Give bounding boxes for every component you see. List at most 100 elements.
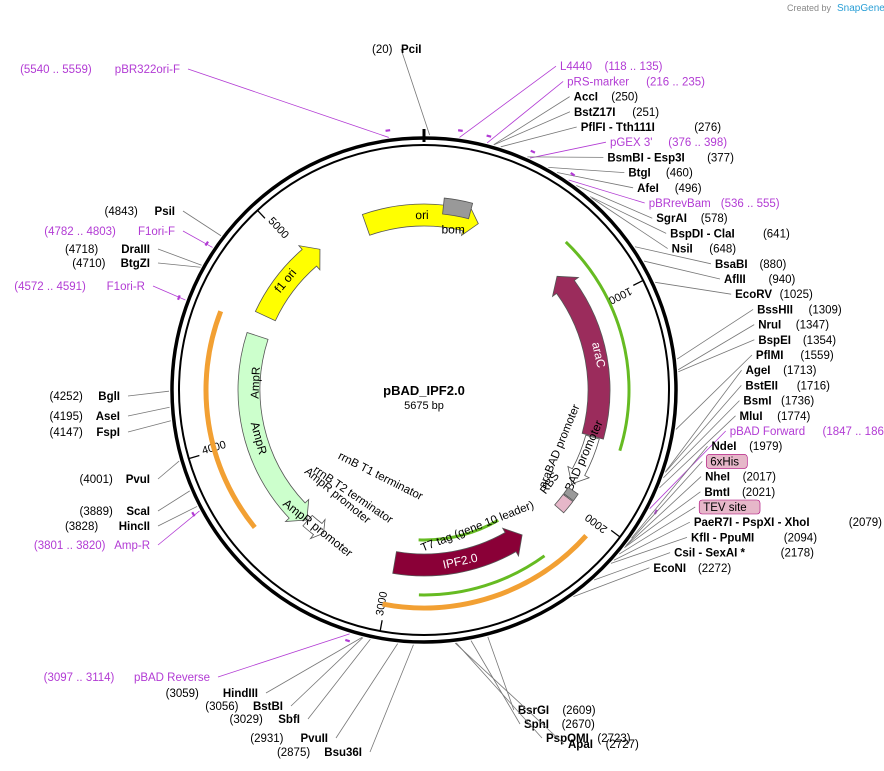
primer-mark	[570, 172, 576, 177]
site-range: (2178)	[781, 548, 814, 560]
site-range: (3056)	[205, 701, 238, 713]
leader-line	[634, 246, 712, 265]
site-label: PvuII	[301, 733, 328, 745]
leader-line	[157, 262, 201, 268]
site-range: (940)	[769, 274, 796, 286]
tag-box	[698, 499, 761, 515]
site-label: NruI	[758, 320, 781, 332]
site-label: HindIII	[223, 688, 258, 700]
feature-label-arac: araC	[589, 341, 608, 370]
leader-line	[619, 506, 696, 555]
site-label: BtgI	[628, 168, 650, 180]
site-label: KflI - PpuMI	[691, 532, 754, 544]
leader-line	[557, 172, 634, 189]
leader-line	[217, 633, 350, 678]
site-label: pBAD Reverse	[134, 672, 210, 684]
site-range: (536 .. 555)	[721, 198, 780, 210]
site-label: PvuI	[126, 474, 150, 486]
leader-line	[624, 476, 702, 548]
plasmid-name: pBAD_IPF2.0	[383, 383, 465, 398]
site-range: (4252)	[50, 391, 83, 403]
site-range: (250)	[611, 92, 638, 104]
leader-line	[290, 637, 364, 707]
site-label: BtgZI	[121, 258, 150, 270]
site-range: (118 .. 135)	[605, 61, 663, 73]
leader-line	[527, 156, 604, 158]
site-label: AseI	[96, 411, 120, 423]
leader-line	[500, 126, 577, 148]
site-label: BstZ17I	[574, 107, 616, 119]
site-range: (2931)	[250, 733, 283, 745]
site-label: HincII	[119, 521, 150, 533]
site-label: PflMI	[756, 350, 783, 362]
site-range: (251)	[632, 107, 659, 119]
site-range: (2875)	[277, 747, 310, 759]
leader-line	[487, 636, 515, 711]
site-label: NsiI	[672, 244, 693, 256]
site-range: (641)	[763, 228, 790, 240]
site-label: PflFI - Tth111I	[581, 122, 655, 134]
leader-line	[454, 642, 565, 745]
site-label: AgeI	[746, 365, 771, 377]
site-range: (2094)	[784, 532, 817, 544]
leader-line	[675, 354, 753, 430]
site-label: pGEX 3'	[610, 137, 652, 149]
site-label: pBRrevBam	[649, 198, 711, 210]
leader-line	[655, 281, 732, 295]
site-label: BsmBI - Esp3I	[607, 152, 684, 164]
leader-line	[576, 185, 653, 219]
site-range: (880)	[759, 259, 786, 271]
site-label: DraIII	[121, 244, 150, 256]
site-label: BmtI	[704, 487, 730, 499]
site-range: (276)	[694, 122, 721, 134]
leader-line	[493, 96, 570, 146]
site-range: (2021)	[742, 487, 775, 499]
feature-rbs	[563, 486, 579, 502]
scale-tick	[256, 209, 266, 219]
site-label: MluI	[740, 411, 763, 423]
site-label: Bsu36I	[324, 747, 362, 759]
leader-line	[369, 644, 414, 753]
center-title: pBAD_IPF2.0 5675 bp	[383, 383, 465, 412]
site-label: SphI	[524, 719, 549, 731]
site-label: BsmI	[743, 396, 771, 408]
site-range: (2670)	[562, 719, 595, 731]
site-range: (2723)	[597, 733, 630, 745]
primer-mark	[191, 511, 196, 517]
site-label: PspOMI	[546, 733, 589, 745]
site-label: AccI	[574, 92, 598, 104]
primer-mark	[457, 129, 463, 132]
site-label: F1ori-F	[138, 226, 175, 238]
site-range: (4147)	[50, 427, 83, 439]
feature-label-ampr-lbl: AmpR	[249, 367, 262, 399]
leader-line	[182, 230, 213, 248]
site-range: (3828)	[65, 521, 98, 533]
leader-line	[676, 309, 754, 360]
site-range: (4572 .. 4591)	[14, 281, 86, 293]
leader-line	[659, 415, 736, 489]
site-range: (1847 .. 1866)	[822, 426, 884, 438]
scale-tick	[379, 620, 383, 632]
leader-line	[187, 68, 389, 138]
leader-line	[157, 460, 180, 480]
site-label: EcoRV	[735, 289, 772, 301]
site-range: (3097 .. 3114)	[44, 672, 115, 684]
leader-line	[678, 339, 755, 373]
site-range: (5540 .. 5559)	[20, 64, 92, 76]
feature-ampr	[237, 332, 310, 523]
site-label: BglI	[98, 391, 120, 403]
feature-label-ori: ori	[415, 208, 428, 222]
leader-line	[157, 506, 198, 527]
primer-mark	[177, 294, 181, 301]
leader-line	[157, 510, 200, 546]
site-range: (1713)	[783, 365, 816, 377]
leader-line	[157, 490, 191, 512]
feature-arac	[551, 275, 611, 440]
feature-ampr-promoter	[302, 514, 326, 540]
leader-line	[127, 420, 171, 433]
tag-box	[705, 454, 748, 469]
site-label: BspDI - ClaI	[670, 228, 735, 240]
site-enzyme: PciI	[401, 44, 421, 56]
site-range: (2079)	[849, 517, 882, 529]
